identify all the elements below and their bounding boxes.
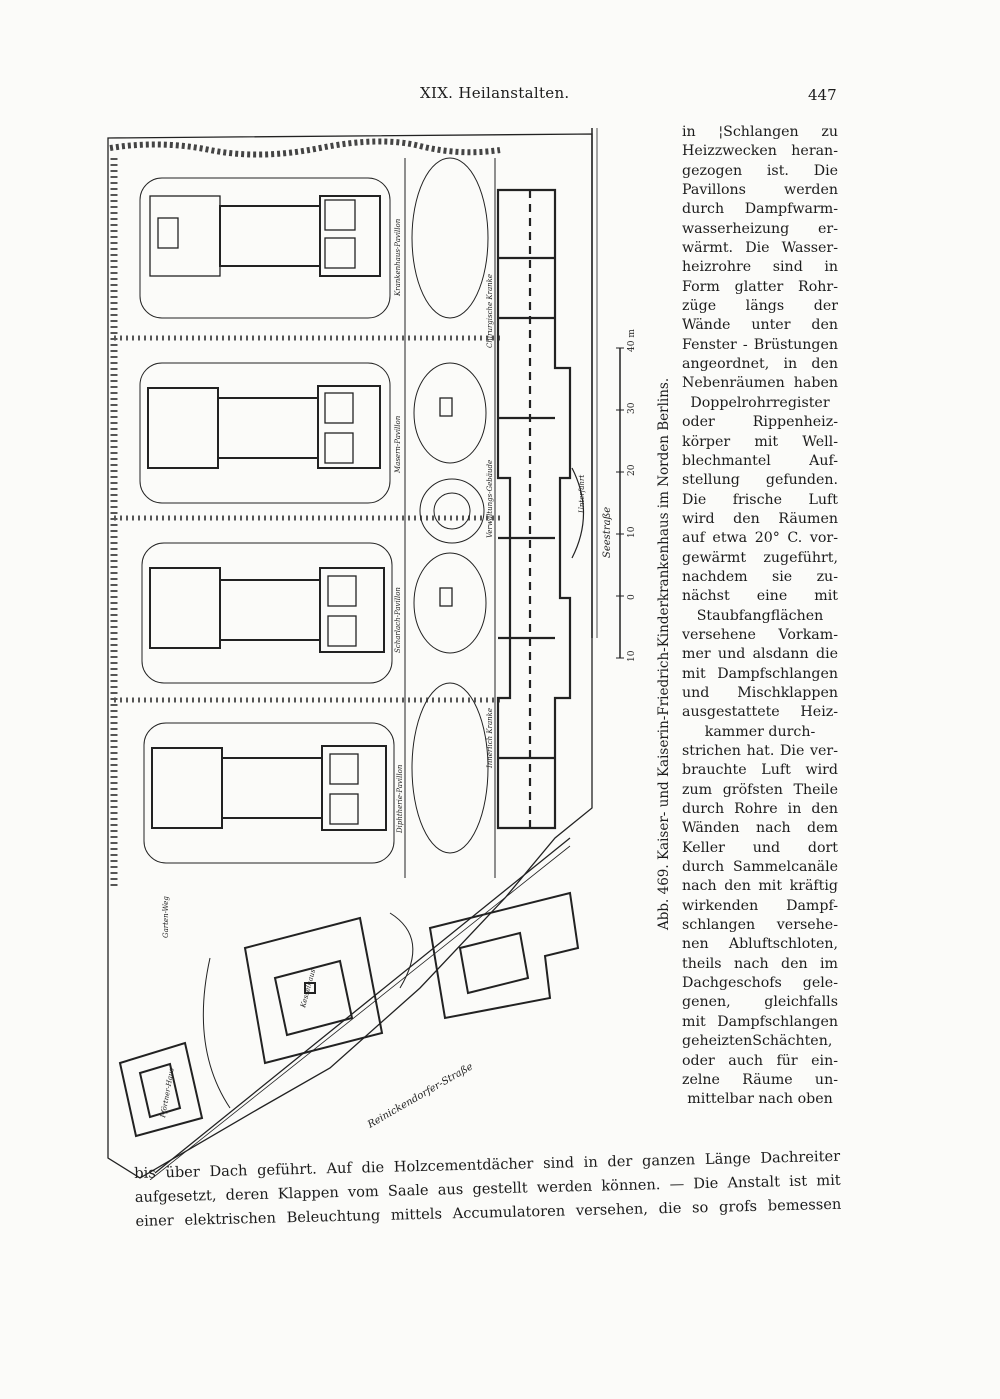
side-column-line: versehene Vorkam- [682,626,838,643]
pavilion-4 [143,722,395,864]
side-column-line: durch Dampfwarm- [682,201,838,218]
side-column-line: oder Rippenheiz- [682,414,838,431]
label-pavilion-1: Krankenhaus-Pavillon [394,218,402,297]
side-column-line: nächst eine mit [682,588,838,605]
figure-caption: Abb. 469. Kaiser- und Kaiserin-Friedrich… [656,377,672,930]
side-column-line: blechmantel Auf- [682,452,838,469]
side-column-line: wärmt. Die Wasser- [682,240,838,257]
scale-label: 0 [627,594,637,600]
side-column-line: züge längs der [682,298,838,315]
side-column-line: wirkenden Dampf- [682,897,838,914]
main-building [496,188,572,830]
side-column-line: strichen hat. Die ver- [682,743,838,759]
side-column-line: mit Dampfschlangen [682,665,838,682]
side-column-line: Doppelrohrregister [690,394,830,411]
side-column-line: stellung gefunden. [682,472,838,489]
side-column-line: gewärmt zugeführt, [682,549,838,566]
pfoertner-haus [118,1041,204,1138]
side-column-line: Dachgeschofs gele- [682,975,838,992]
side-column-line: Keller und dort [682,839,838,856]
street-label-right: Seestraße [602,507,613,558]
side-column-line: mittelbar nach oben [687,1091,833,1108]
side-column-line: auf etwa 20° C. vor- [682,530,838,547]
pavilion-3 [141,542,393,684]
side-column-text: in ¦Schlangen zu Heizzwecken heran-gezoge… [682,123,838,1110]
side-column-line: genen, gleichfalls [682,994,838,1011]
side-column-line: Fenster - Brüstungen [682,336,838,353]
label-pfoertner: Pförtner-Haus [159,1067,176,1119]
side-column-line: Wände unter den [682,317,838,334]
label-main-lower: Innerlich Kranke [486,708,494,769]
side-column-line: durch Sammelcanäle [682,859,838,876]
scale-bar: 10 0 10 20 30 40 m [616,329,637,662]
side-column-line: Form glatter Rohr- [682,278,838,295]
label-pavilion-4: Diphtherie-Pavillon [396,764,404,834]
side-column-line: ausgestattete Heiz- [682,704,838,721]
side-column-line: nen Abluftschloten, [682,936,838,953]
pavilion-1 [139,177,391,319]
side-column-line: zum gröfsten Theile [682,781,838,798]
label-garten: Garten-Weg [162,896,170,938]
side-column-line: Staubfangflächen [696,607,824,624]
running-head: XIX. Heilanstalten. [420,84,570,102]
site-plan-figure: Seestraße Unterfahrt Reinickendorfer-Str… [100,118,640,1180]
side-column-line: körper mit Well- [682,433,838,450]
side-column-line: Nebenräumen haben [682,375,838,392]
scale-label: 10 [627,650,637,662]
side-column-line: nach den mit kräftig [682,878,838,895]
label-pavilion-3: Scharlach-Pavillon [394,587,402,653]
scale-label: 10 [627,526,637,538]
side-column-line: heizrohre sind in [682,259,838,276]
site-plan-drawing: Seestraße Unterfahrt Reinickendorfer-Str… [107,128,637,1180]
entrance-label: Unterfahrt [578,475,586,513]
isolier-haus [428,891,580,1020]
side-column-line: geheiztenSchächten, [682,1033,833,1050]
street-label-bottom: Reinickendorfer-Straße [365,1061,475,1131]
scale-label: 40 m [627,329,637,352]
side-column-line: wird den Räumen [682,510,838,527]
side-column-line: kammer durch- [704,723,816,740]
side-column-line: mer und alsdann die [682,646,838,663]
side-column-line: und Mischklappen [682,684,838,701]
scale-label: 20 [627,464,637,476]
pavilion-2 [139,362,391,504]
side-column-line: durch Rohre in den [682,801,838,818]
side-column-line: nachdem sie zu- [682,568,838,585]
garden-column [404,157,496,878]
side-column-line: in ¦Schlangen zu [682,124,838,140]
side-column-line: theils nach den im [682,955,838,972]
side-column-line: zelne Räume un- [682,1071,838,1088]
side-column-line: Die frische Luft [682,491,838,508]
side-column-line: gezogen ist. Die [682,162,838,179]
side-column-line: brauchte Luft wird [682,762,838,779]
label-main-upper: Chirurgische Kranke [486,274,494,348]
side-column-line: mit Dampfschlangen [682,1013,838,1030]
page-number: 447 [808,86,837,104]
side-column-line: schlangen versehe- [682,917,838,934]
label-main-admin: Verwaltungs-Gebäude [486,460,494,538]
side-column-line: angeordnet, in den [682,356,838,373]
kesselhaus [243,916,384,1065]
side-column-line: Heizzwecken heran- [682,143,838,160]
label-pavilion-2: Masern-Pavillon [394,415,402,474]
side-column-line: Wänden nach dem [682,820,838,837]
scale-label: 30 [627,402,637,414]
side-column-line: oder auch für ein- [682,1052,838,1069]
side-column-line: wasserheizung er- [682,220,838,237]
side-column-line: Pavillons werden [682,182,838,199]
